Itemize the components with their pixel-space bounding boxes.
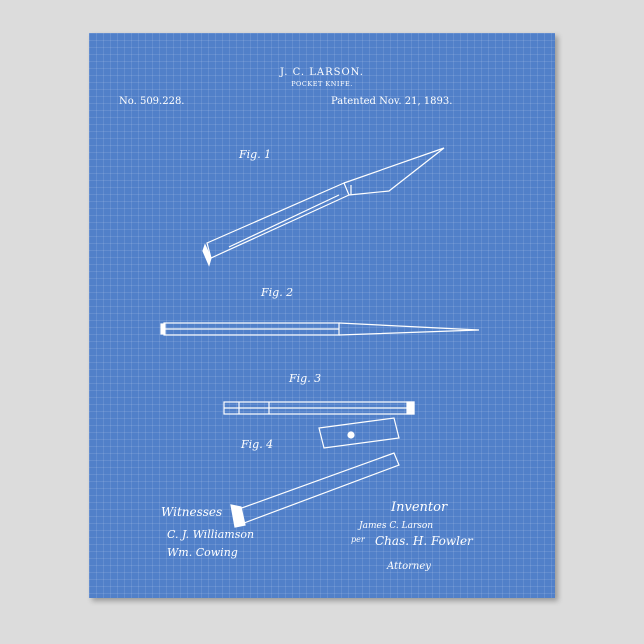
attorney-label: Attorney: [387, 561, 431, 572]
attorney-signature: Chas. H. Fowler: [375, 534, 473, 548]
witnesses-label: Witnesses: [161, 505, 222, 519]
figure-4-drawing: [231, 418, 399, 527]
figure-4-label: Fig. 4: [241, 438, 273, 451]
figure-1-label: Fig. 1: [239, 148, 271, 161]
per-label: per: [351, 535, 365, 544]
figure-3-label: Fig. 3: [289, 372, 321, 385]
patent-poster: J. C. LARSON. POCKET KNIFE. No. 509.228.…: [89, 33, 555, 598]
inventor-label: Inventor: [391, 500, 447, 515]
knife-drawings: [89, 33, 555, 598]
figure-2-label: Fig. 2: [261, 286, 293, 299]
witness-1-signature: C. J. Williamson: [167, 528, 254, 541]
witness-2-signature: Wm. Cowing: [167, 546, 238, 559]
inventor-signature: James C. Larson: [359, 521, 433, 531]
figure-2-drawing: [161, 323, 479, 335]
figure-1-drawing: [203, 148, 444, 265]
figure-3-drawing: [224, 402, 414, 414]
